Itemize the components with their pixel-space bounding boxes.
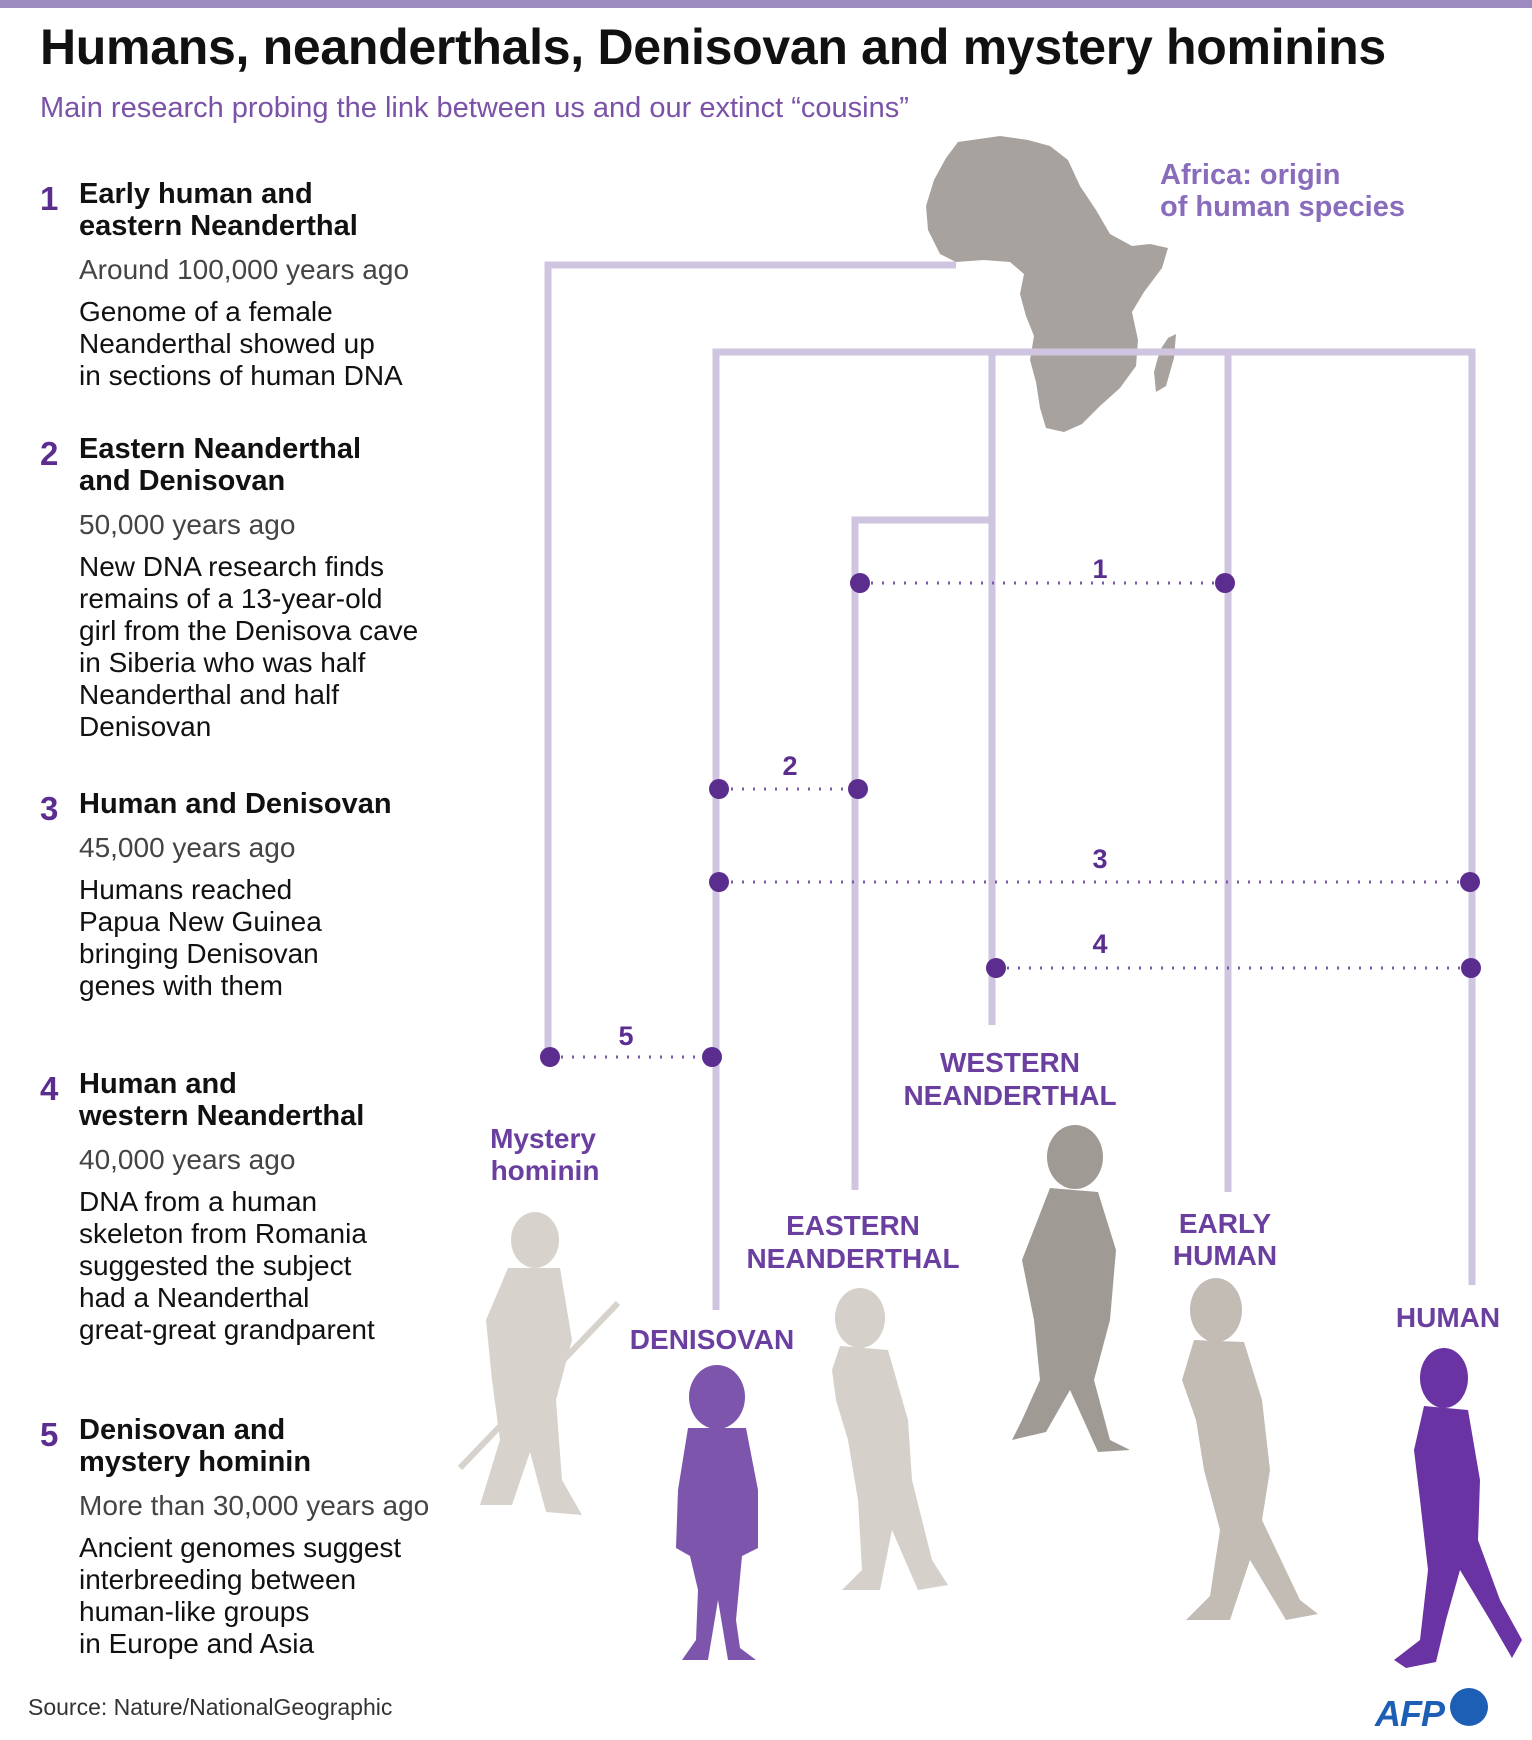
label-denisovan: DENISOVAN	[630, 1324, 794, 1355]
event-heading: Human and western Neanderthal	[79, 1068, 365, 1132]
branch-mystery-line	[544, 261, 956, 1060]
branch-main-line	[712, 348, 1476, 1310]
event-5: 5 Denisovan and mystery hominin More tha…	[40, 1414, 460, 1660]
event-heading: Human and Denisovan	[79, 788, 392, 820]
event-1: 1 Early human and eastern Neanderthal Ar…	[40, 178, 460, 392]
mystery-hominin-figure	[457, 1212, 621, 1515]
denisovan-figure	[676, 1365, 758, 1660]
link-4-label: 4	[1092, 929, 1107, 959]
label-western-line-2: NEANDERTHAL	[903, 1080, 1116, 1111]
event-description: New DNA research finds remains of a 13-y…	[79, 551, 419, 742]
afp-logo: AFP	[1375, 1693, 1445, 1734]
page-title: Humans, neanderthals, Denisovan and myst…	[40, 19, 1386, 75]
madagascar-map	[1154, 334, 1176, 392]
event-heading: Eastern Neanderthal and Denisovan	[79, 433, 362, 497]
event-description: Humans reached Papua New Guinea bringing…	[79, 874, 322, 1001]
link-1-dot-eastern	[850, 573, 870, 593]
link-5-dot-mystery	[540, 1047, 560, 1067]
event-heading: Denisovan and mystery hominin	[79, 1414, 312, 1478]
link-2-dot-eastern	[848, 779, 868, 799]
event-3: 3 Human and Denisovan 45,000 years ago H…	[40, 788, 460, 1002]
event-number: 4	[40, 1070, 59, 1107]
link-4-dot-western	[986, 958, 1006, 978]
label-early-line-2: HUMAN	[1173, 1240, 1277, 1271]
label-early-line-1: EARLY	[1179, 1208, 1272, 1239]
event-date: Around 100,000 years ago	[79, 254, 410, 285]
event-date: 50,000 years ago	[79, 509, 296, 540]
event-number: 3	[40, 790, 59, 827]
link-3-label: 3	[1092, 844, 1107, 874]
label-human: HUMAN	[1396, 1302, 1500, 1333]
link-3-dot-human	[1460, 872, 1480, 892]
event-number: 2	[40, 435, 59, 472]
top-accent-bar	[0, 0, 1532, 8]
event-2: 2 Eastern Neanderthal and Denisovan 50,0…	[40, 433, 460, 743]
early-human-figure	[1182, 1278, 1318, 1620]
page-subtitle: Main research probing the link between u…	[40, 92, 909, 124]
afp-logo-dot	[1450, 1688, 1488, 1726]
africa-map	[926, 136, 1168, 432]
label-mystery-line-2: hominin	[491, 1155, 600, 1186]
link-2-label: 2	[782, 751, 797, 781]
event-date: More than 30,000 years ago	[79, 1490, 430, 1521]
event-number: 1	[40, 180, 59, 217]
western-neanderthal-figure	[1012, 1125, 1130, 1452]
branch-eastern-line	[851, 516, 992, 1190]
event-4: 4 Human and western Neanderthal 40,000 y…	[40, 1068, 460, 1346]
event-description: DNA from a human skeleton from Romania s…	[79, 1186, 375, 1345]
link-1-label: 1	[1092, 554, 1107, 584]
human-figure	[1394, 1348, 1522, 1668]
event-description: Ancient genomes suggest interbreeding be…	[79, 1532, 402, 1659]
label-eastern-line-2: NEANDERTHAL	[746, 1243, 959, 1274]
link-3-dot-denisovan	[709, 872, 729, 892]
link-1-dot-early	[1215, 573, 1235, 593]
label-western-line-1: WESTERN	[940, 1047, 1080, 1078]
event-date: 40,000 years ago	[79, 1144, 296, 1175]
label-eastern-line-1: EASTERN	[786, 1210, 920, 1241]
africa-label-line-1: Africa: origin	[1160, 159, 1340, 191]
label-mystery-line-1: Mystery	[490, 1123, 596, 1154]
link-2-dot-denisovan	[709, 779, 729, 799]
event-heading: Early human and eastern Neanderthal	[79, 178, 358, 242]
event-date: 45,000 years ago	[79, 832, 296, 863]
event-description: Genome of a female Neanderthal showed up…	[79, 296, 403, 391]
source-note: Source: Nature/NationalGeographic	[28, 1694, 393, 1720]
africa-label-line-2: of human species	[1160, 191, 1405, 223]
eastern-neanderthal-figure	[832, 1288, 948, 1590]
link-5-dot-denisovan	[702, 1047, 722, 1067]
link-5-label: 5	[618, 1021, 633, 1051]
event-number: 5	[40, 1416, 59, 1453]
link-4-dot-human	[1461, 958, 1481, 978]
